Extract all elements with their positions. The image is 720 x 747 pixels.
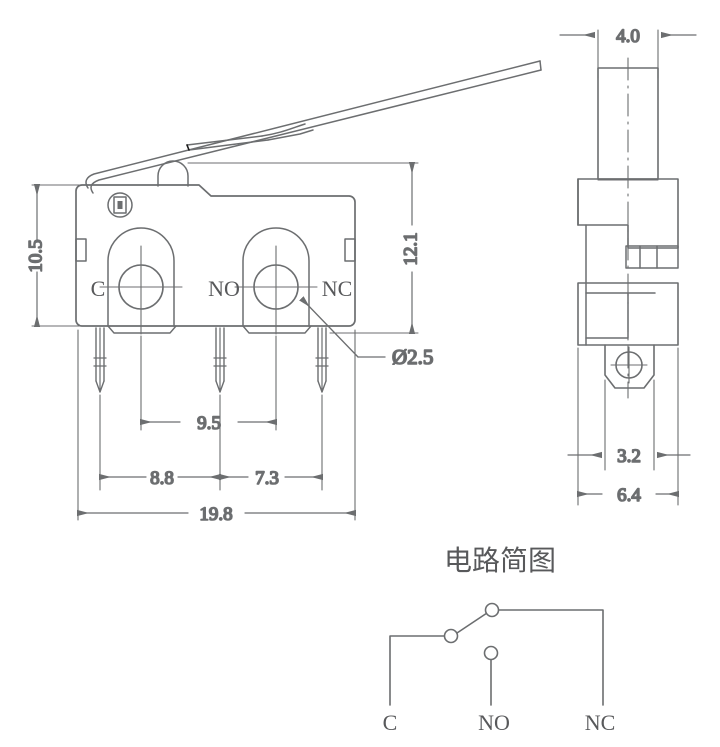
side-view-bottom-extension-lines — [577, 347, 679, 506]
dimension-label-4-0: 4.0 — [616, 26, 640, 47]
side-view-mounting-tab — [604, 344, 655, 389]
dimension-label-9-5: 9.5 — [197, 413, 221, 434]
terminal-boss-nc — [234, 227, 318, 335]
lever-arm-outer — [85, 60, 542, 194]
circuit-terminal-label-no: NO — [478, 710, 510, 735]
dimension-hole-diameter-leader — [299, 296, 386, 358]
dimension-label-3-2: 3.2 — [617, 446, 641, 467]
dimension-label-19-8: 19.8 — [199, 504, 232, 525]
dimension-label-7-3: 7.3 — [255, 468, 279, 489]
dimension-plunger-width-4-0 — [559, 29, 697, 79]
dimension-height-12-1 — [187, 162, 419, 334]
side-view-center-line — [597, 57, 659, 399]
body-bottom-chamfers — [107, 325, 312, 334]
dimension-label-hole-diameter: Ø2.5 — [392, 345, 433, 369]
terminal-label-c: C — [91, 276, 106, 301]
dimension-label-6-4: 6.4 — [617, 485, 641, 506]
circuit-schematic — [389, 602, 604, 706]
body-side-notches — [75, 238, 356, 262]
circuit-terminal-label-nc: NC — [585, 710, 616, 735]
circuit-terminal-label-c: C — [383, 710, 398, 735]
terminal-boss-c — [99, 227, 183, 335]
dimension-height-10-5 — [31, 184, 93, 327]
terminal-pin-no — [213, 327, 227, 393]
dimension-label-8-8: 8.8 — [150, 468, 174, 489]
dimension-label-12-1: 12.1 — [400, 232, 421, 265]
lever-arm-inner-tongue — [186, 123, 314, 151]
terminal-label-nc: NC — [322, 276, 353, 301]
terminal-pin-c — [93, 327, 107, 393]
lever-hinge-hump — [157, 160, 189, 187]
dimension-label-10-5: 10.5 — [25, 239, 46, 272]
side-view-terminal-tab — [625, 245, 679, 269]
body-marking-logo — [107, 192, 133, 218]
circuit-diagram-title: 电路简图 — [444, 545, 556, 577]
terminal-label-no: NO — [208, 276, 240, 301]
terminal-pin-nc — [315, 327, 329, 393]
